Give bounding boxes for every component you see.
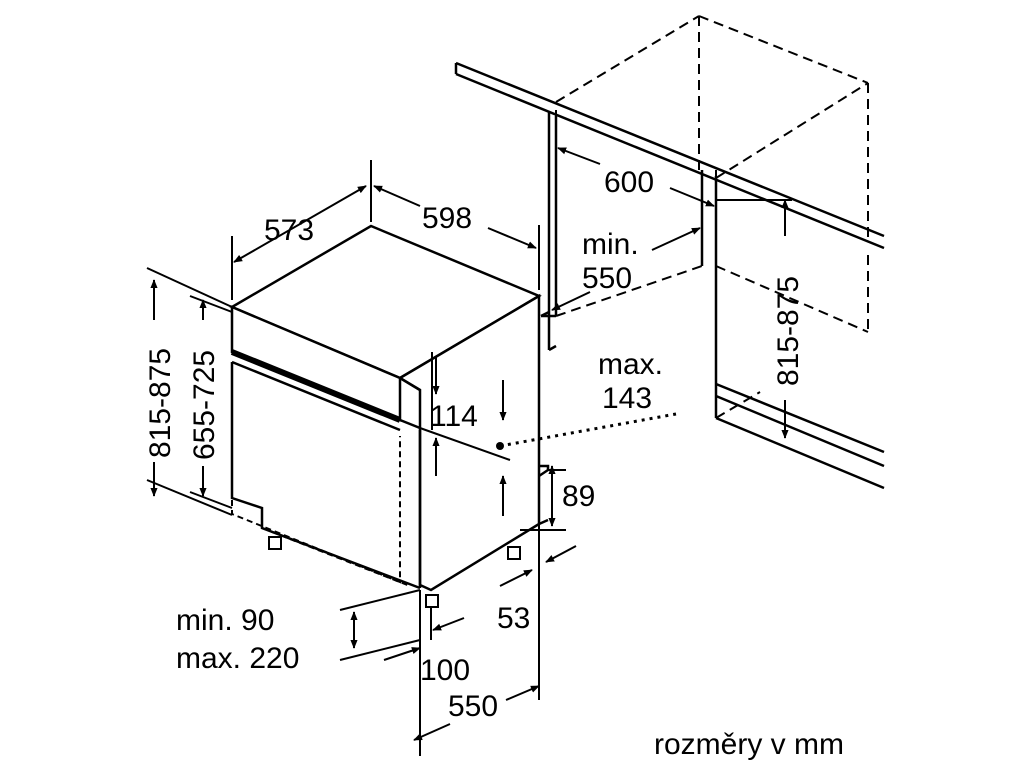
label-114: 114 bbox=[430, 400, 478, 433]
label-100: 100 bbox=[420, 654, 470, 687]
dishwasher-feet bbox=[268, 536, 521, 608]
niche-hidden-edges bbox=[555, 15, 869, 419]
label-max: max. bbox=[598, 348, 663, 381]
label-plinth-min: min. 90 bbox=[176, 604, 274, 637]
label-total-height: 815-875 bbox=[144, 348, 177, 458]
niche-cabinet bbox=[454, 61, 885, 490]
dimension-lines bbox=[146, 110, 792, 756]
label-plinth-max: max. 220 bbox=[176, 642, 299, 675]
label-53: 53 bbox=[497, 602, 530, 635]
label-panel-height: 655-725 bbox=[188, 350, 221, 460]
label-550: 550 bbox=[448, 690, 498, 723]
label-600: 600 bbox=[604, 166, 654, 199]
label-573: 573 bbox=[264, 214, 314, 247]
dishwasher-body bbox=[229, 224, 550, 592]
units-caption: rozměry v mm bbox=[654, 728, 844, 761]
label-niche-min: min. bbox=[582, 228, 639, 261]
label-niche-height: 815-875 bbox=[772, 276, 805, 386]
label-niche-550: 550 bbox=[582, 262, 632, 295]
dimension-labels: 573 598 600 min. 550 815-875 815-875 655… bbox=[144, 166, 844, 761]
max-143-dot bbox=[496, 442, 504, 450]
label-89: 89 bbox=[562, 480, 595, 513]
door-panel-outline bbox=[231, 370, 411, 587]
label-598: 598 bbox=[422, 202, 472, 235]
label-143: 143 bbox=[602, 382, 652, 415]
